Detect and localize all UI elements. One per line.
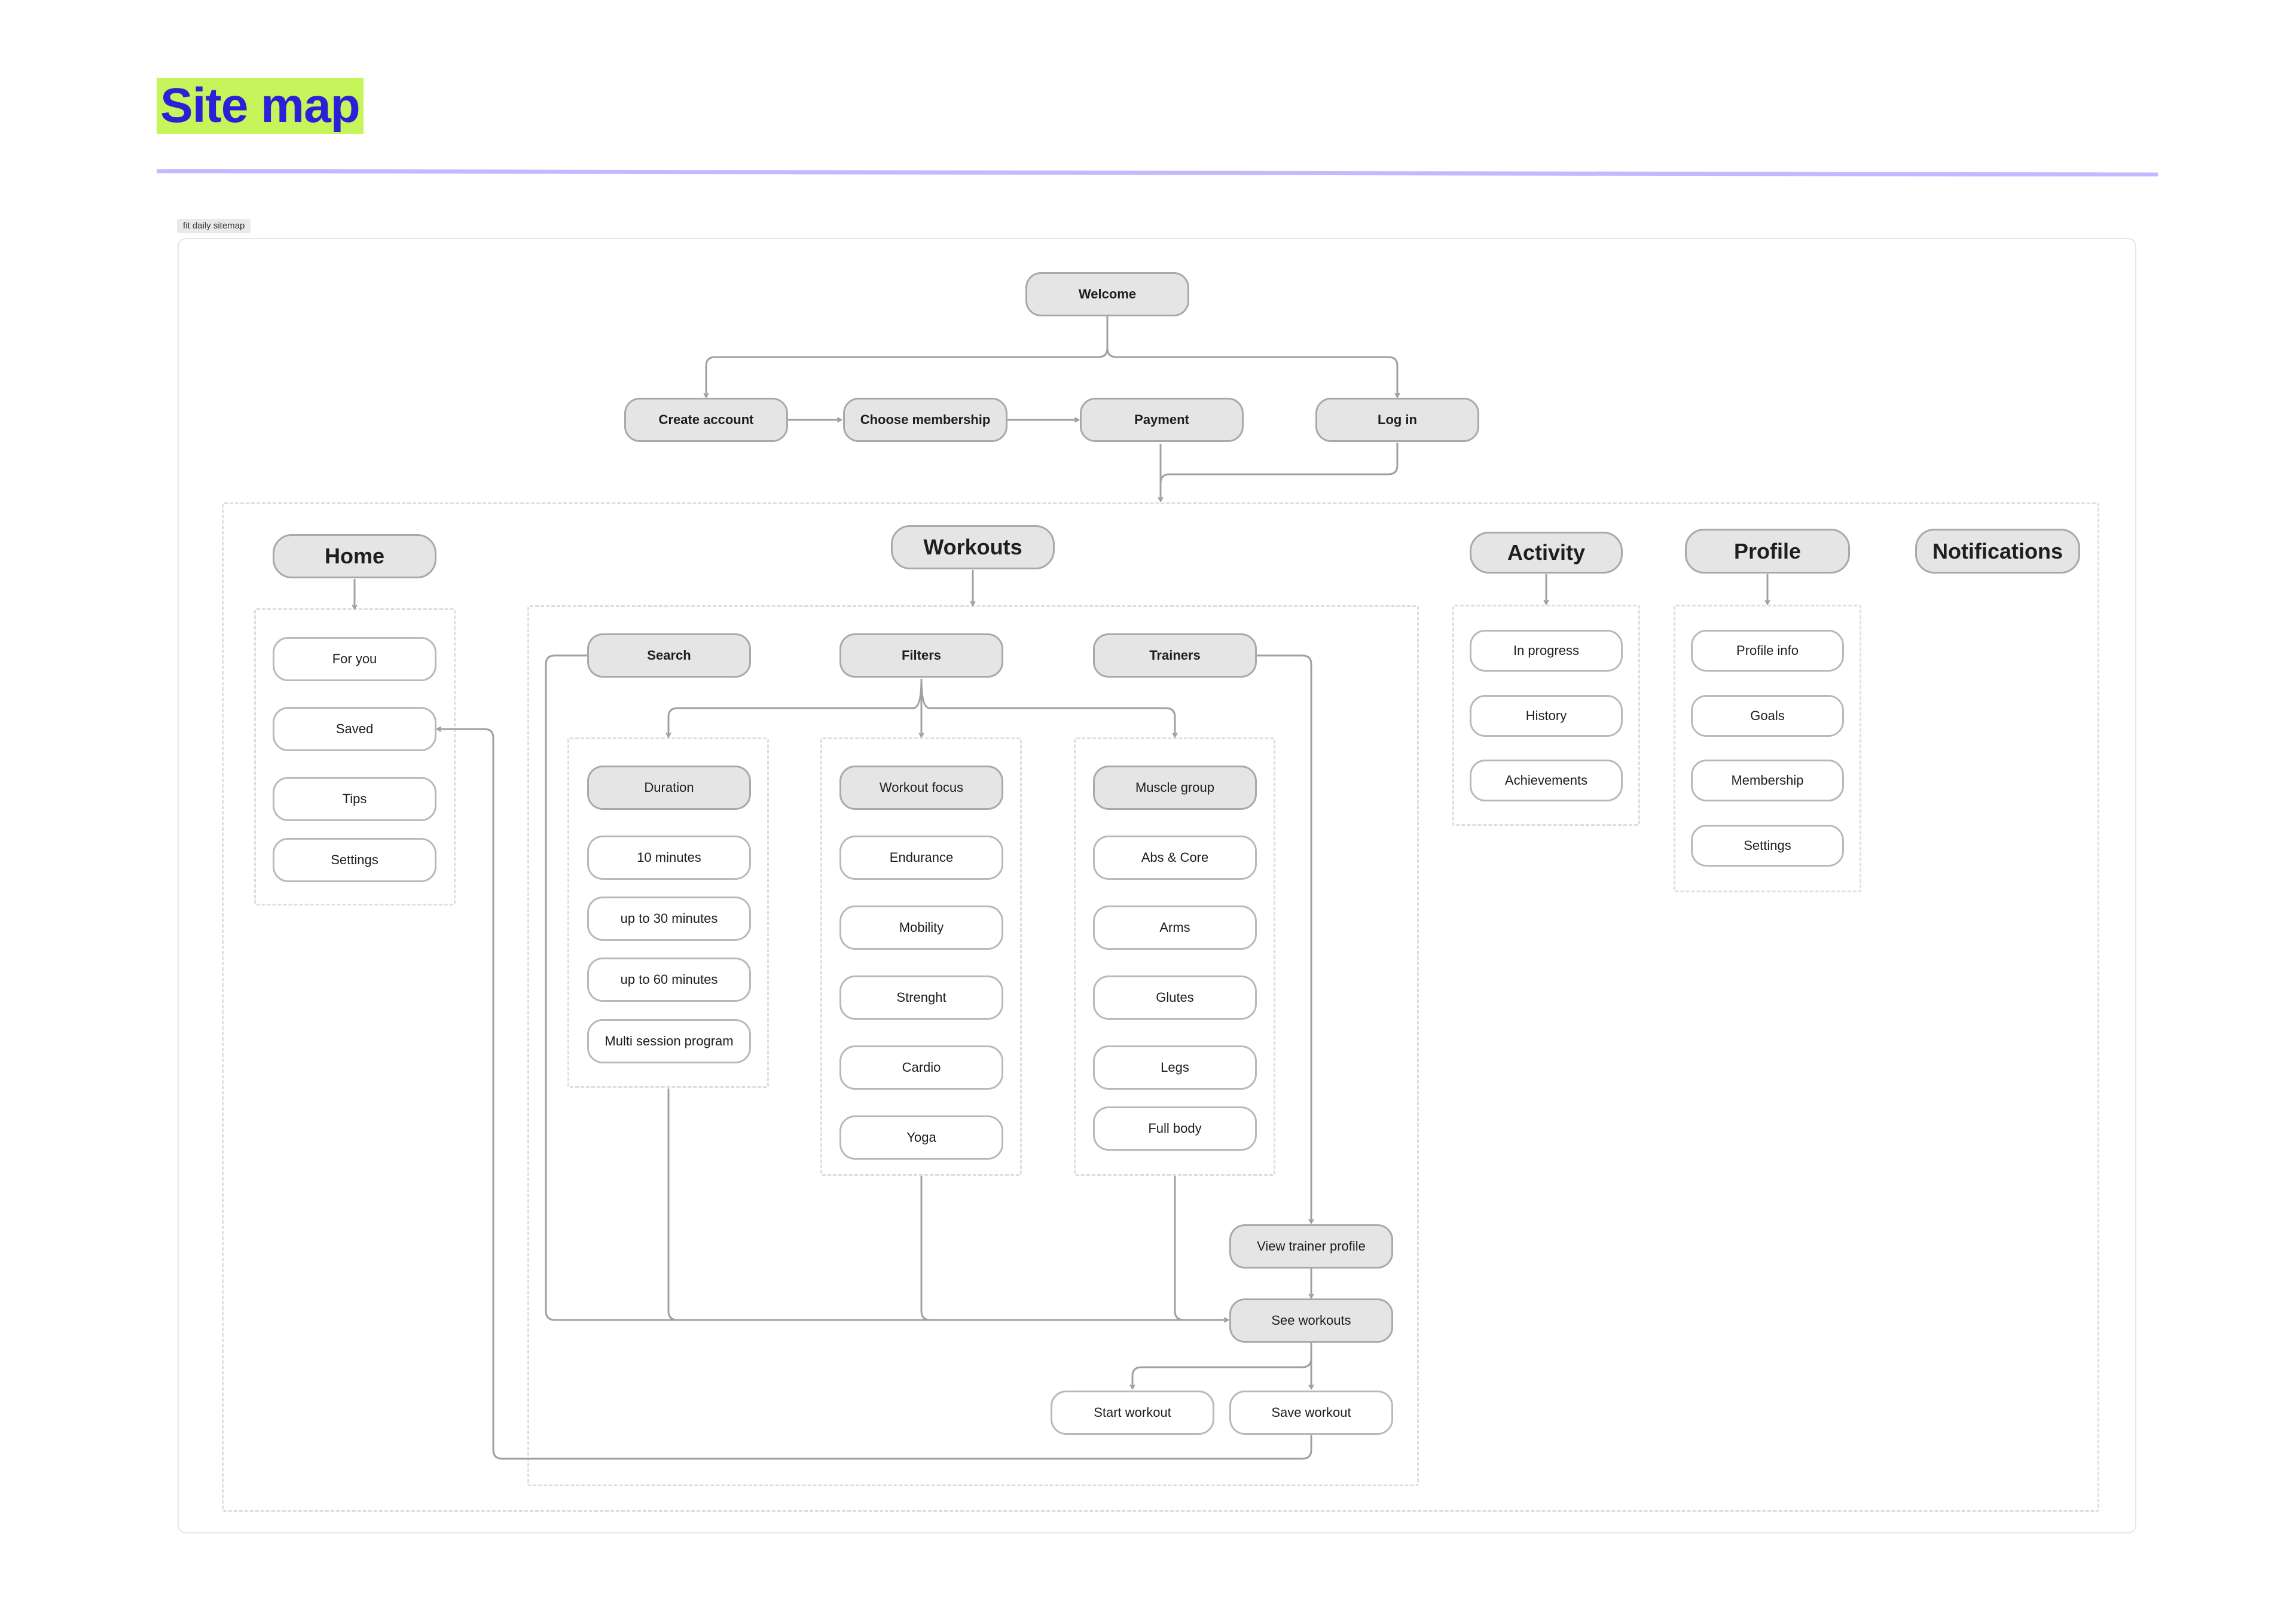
duration-item-30[interactable]: up to 30 minutes bbox=[587, 897, 751, 941]
trainers-node[interactable]: Trainers bbox=[1093, 633, 1257, 678]
save-workout-node[interactable]: Save workout bbox=[1229, 1391, 1393, 1435]
log-in-node[interactable]: Log in bbox=[1315, 398, 1479, 442]
profile-item-membership[interactable]: Membership bbox=[1691, 760, 1844, 801]
sitemap-frame bbox=[178, 238, 2136, 1533]
activity-items-group bbox=[1452, 605, 1640, 826]
focus-item-yoga[interactable]: Yoga bbox=[839, 1115, 1003, 1160]
start-workout-node[interactable]: Start workout bbox=[1051, 1391, 1214, 1435]
duration-item-60[interactable]: up to 60 minutes bbox=[587, 958, 751, 1002]
view-trainer-profile-node[interactable]: View trainer profile bbox=[1229, 1224, 1393, 1269]
app-sections-group bbox=[222, 502, 2099, 1512]
profile-item-settings[interactable]: Settings bbox=[1691, 825, 1844, 867]
home-node[interactable]: Home bbox=[273, 534, 436, 578]
muscle-item-arms[interactable]: Arms bbox=[1093, 905, 1257, 950]
filters-node[interactable]: Filters bbox=[839, 633, 1003, 678]
welcome-node[interactable]: Welcome bbox=[1025, 272, 1189, 316]
profile-item-goals[interactable]: Goals bbox=[1691, 695, 1844, 737]
muscle-group-node[interactable]: Muscle group bbox=[1093, 766, 1257, 810]
muscle-item-full-body[interactable]: Full body bbox=[1093, 1106, 1257, 1151]
activity-item-in-progress[interactable]: In progress bbox=[1470, 630, 1623, 672]
activity-node[interactable]: Activity bbox=[1470, 532, 1623, 574]
profile-node[interactable]: Profile bbox=[1685, 529, 1850, 574]
focus-item-cardio[interactable]: Cardio bbox=[839, 1045, 1003, 1090]
activity-item-history[interactable]: History bbox=[1470, 695, 1623, 737]
activity-item-achievements[interactable]: Achievements bbox=[1470, 760, 1623, 801]
focus-item-endurance[interactable]: Endurance bbox=[839, 836, 1003, 880]
notifications-node[interactable]: Notifications bbox=[1915, 529, 2080, 574]
muscle-item-legs[interactable]: Legs bbox=[1093, 1045, 1257, 1090]
search-node[interactable]: Search bbox=[587, 633, 751, 678]
workout-focus-node[interactable]: Workout focus bbox=[839, 766, 1003, 810]
payment-node[interactable]: Payment bbox=[1080, 398, 1244, 442]
muscle-item-abs-core[interactable]: Abs & Core bbox=[1093, 836, 1257, 880]
duration-item-10[interactable]: 10 minutes bbox=[587, 836, 751, 880]
duration-node[interactable]: Duration bbox=[587, 766, 751, 810]
workouts-node[interactable]: Workouts bbox=[891, 525, 1055, 569]
home-item-tips[interactable]: Tips bbox=[273, 777, 436, 821]
profile-items-group bbox=[1674, 605, 1861, 892]
duration-item-multi[interactable]: Multi session program bbox=[587, 1019, 751, 1063]
home-item-for-you[interactable]: For you bbox=[273, 637, 436, 681]
home-item-saved[interactable]: Saved bbox=[273, 707, 436, 751]
see-workouts-node[interactable]: See workouts bbox=[1229, 1298, 1393, 1343]
choose-membership-node[interactable]: Choose membership bbox=[843, 398, 1007, 442]
focus-item-mobility[interactable]: Mobility bbox=[839, 905, 1003, 950]
focus-item-strength[interactable]: Strenght bbox=[839, 975, 1003, 1020]
title-divider bbox=[157, 169, 2158, 176]
home-item-settings[interactable]: Settings bbox=[273, 838, 436, 882]
create-account-node[interactable]: Create account bbox=[624, 398, 788, 442]
page-title: Site map bbox=[157, 78, 364, 134]
frame-label[interactable]: fit daily sitemap bbox=[177, 219, 251, 233]
muscle-item-glutes[interactable]: Glutes bbox=[1093, 975, 1257, 1020]
profile-item-profile-info[interactable]: Profile info bbox=[1691, 630, 1844, 672]
